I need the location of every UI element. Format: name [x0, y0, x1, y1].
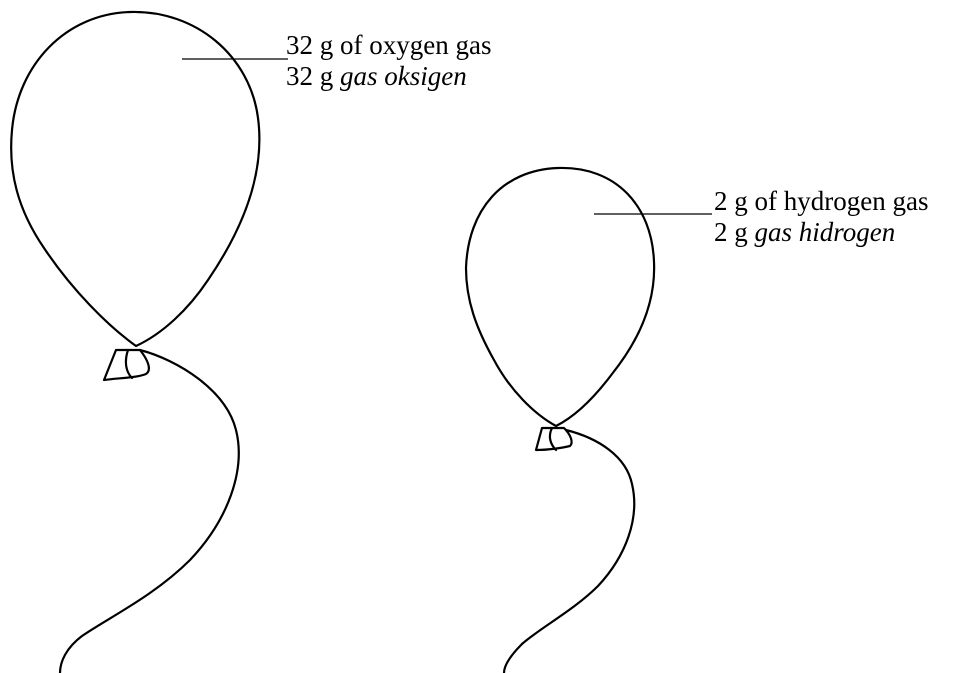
oxygen-balloon-string [58, 348, 240, 673]
hydrogen-balloon-knot [534, 426, 573, 452]
oxygen-balloon [10, 10, 288, 673]
oxygen-label-malay-qty: 32 g [286, 61, 340, 91]
hydrogen-label-malay-text: gas hidrogen [754, 217, 896, 247]
oxygen-label-malay: 32 g gas oksigen [286, 61, 491, 92]
hydrogen-balloon-knot-fold [548, 426, 558, 452]
hydrogen-balloon-body [464, 166, 656, 428]
hydrogen-label-malay: 2 g gas hidrogen [714, 217, 928, 248]
oxygen-balloon-knot [102, 348, 150, 382]
hydrogen-balloon-string [502, 428, 636, 673]
oxygen-label: 32 g of oxygen gas 32 g gas oksigen [286, 30, 491, 92]
oxygen-label-english: 32 g of oxygen gas [286, 30, 492, 60]
oxygen-label-malay-text: gas oksigen [340, 61, 467, 91]
hydrogen-balloon [464, 166, 712, 673]
oxygen-balloon-body [10, 10, 261, 348]
hydrogen-label: 2 g of hydrogen gas 2 g gas hidrogen [714, 186, 928, 248]
oxygen-balloon-knot-fold [124, 348, 134, 380]
hydrogen-label-english: 2 g of hydrogen gas [714, 186, 929, 216]
hydrogen-label-malay-qty: 2 g [714, 217, 755, 247]
